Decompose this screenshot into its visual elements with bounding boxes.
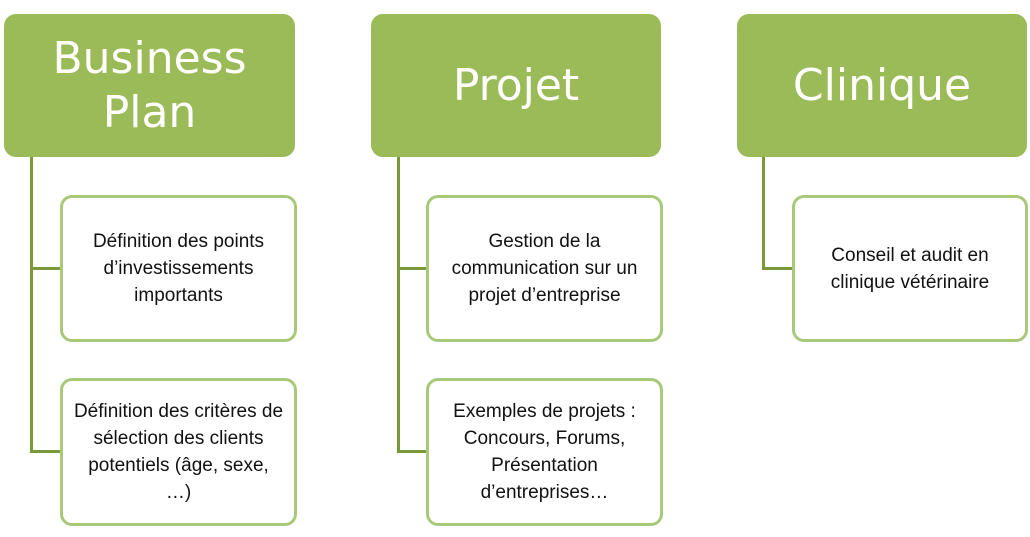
connector-projet-vertical	[397, 157, 400, 453]
card-projet-item-2: Exemples de projets : Concours, Forums, …	[426, 378, 663, 526]
card-projet-item-2-text: Exemples de projets : Concours, Forums, …	[453, 401, 636, 503]
header-business-plan: Business Plan	[4, 14, 295, 157]
card-clinique-item-1-text: Conseil et audit en clinique vétérinaire	[830, 244, 990, 293]
card-business-plan-item-1-text: Définition des points d’investissements …	[92, 231, 265, 306]
connector-business-plan-item-2	[30, 450, 63, 453]
header-projet: Projet	[371, 14, 661, 157]
connector-clinique-vertical	[762, 157, 765, 270]
connector-projet-item-1	[397, 267, 430, 270]
card-projet-item-1-text: Gestion de la communication sur un proje…	[451, 231, 638, 306]
header-clinique: Clinique	[737, 14, 1027, 157]
connector-business-plan-vertical	[30, 157, 33, 453]
card-business-plan-item-2: Définition des critères de sélection des…	[60, 378, 297, 526]
header-projet-title: Projet	[452, 59, 580, 111]
header-clinique-title: Clinique	[792, 59, 972, 111]
card-business-plan-item-1: Définition des points d’investissements …	[60, 195, 297, 342]
card-clinique-item-1: Conseil et audit en clinique vétérinaire	[792, 195, 1028, 342]
card-projet-item-1: Gestion de la communication sur un proje…	[426, 195, 663, 342]
connector-projet-item-2	[397, 450, 430, 453]
card-business-plan-item-2-text: Définition des critères de sélection des…	[73, 401, 284, 503]
header-business-plan-title: Business Plan	[52, 32, 247, 138]
connector-clinique-item-1	[762, 267, 795, 270]
connector-business-plan-item-1	[30, 267, 63, 270]
